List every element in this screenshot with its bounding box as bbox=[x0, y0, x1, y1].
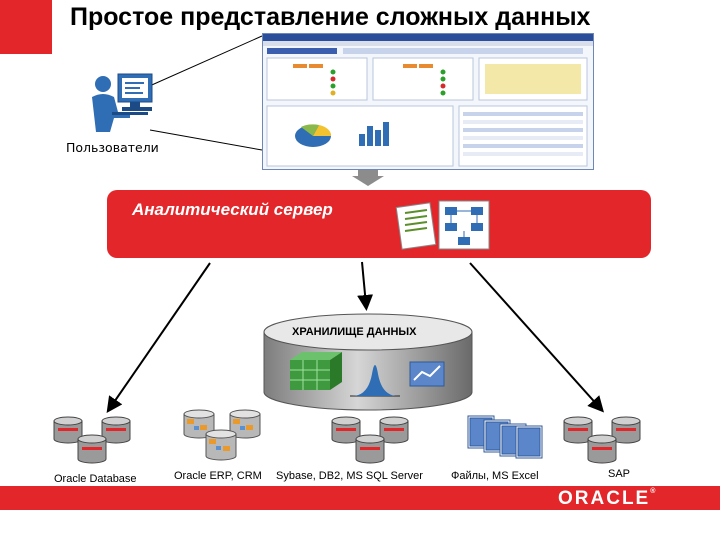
analytical-server-label: Аналитический сервер bbox=[132, 200, 333, 219]
source-label-oracle-database: Oracle Database bbox=[54, 473, 137, 485]
data-warehouse-cylinder bbox=[263, 313, 473, 411]
sap-icon bbox=[563, 416, 641, 464]
users-label: Пользователи bbox=[66, 140, 159, 155]
server-to-sap-arrow bbox=[469, 262, 605, 413]
user-computer-icon bbox=[92, 73, 153, 132]
source-label-oracle-erp-crm: Oracle ERP, CRM bbox=[174, 470, 262, 482]
title-accent-block bbox=[0, 0, 52, 54]
user-to-screen-line-top bbox=[144, 35, 263, 89]
screen-to-server-arrow bbox=[352, 170, 384, 186]
server-report-icon bbox=[395, 200, 490, 250]
sybase-db2-mssql-icon bbox=[331, 416, 409, 464]
data-cube-icon bbox=[290, 352, 342, 390]
oracle-erp-crm-icon bbox=[183, 409, 261, 461]
analytical-server-box bbox=[107, 190, 651, 258]
source-label-files-excel: Файлы, MS Excel bbox=[451, 470, 539, 482]
source-label-sap: SAP bbox=[608, 468, 631, 480]
chart-window-icon bbox=[409, 361, 445, 387]
server-to-oracle-db-arrow bbox=[106, 262, 211, 413]
files-excel-icon bbox=[467, 415, 543, 459]
oracle-logo: ORACLE® bbox=[558, 488, 656, 509]
source-label-sybase-db2-mssql: Sybase, DB2, MS SQL Server bbox=[276, 470, 423, 482]
distribution-curve-icon bbox=[350, 365, 400, 397]
data-warehouse-label: ХРАНИЛИЩЕ ДАННЫХ bbox=[292, 326, 417, 338]
page-title: Простое представление сложных данных bbox=[70, 3, 591, 31]
footer-bar bbox=[0, 486, 720, 510]
user-to-screen-line-bottom bbox=[149, 129, 263, 151]
oracle-database-icon bbox=[53, 416, 131, 464]
dashboard-screenshot bbox=[262, 33, 594, 170]
server-to-warehouse-arrow bbox=[357, 261, 374, 311]
